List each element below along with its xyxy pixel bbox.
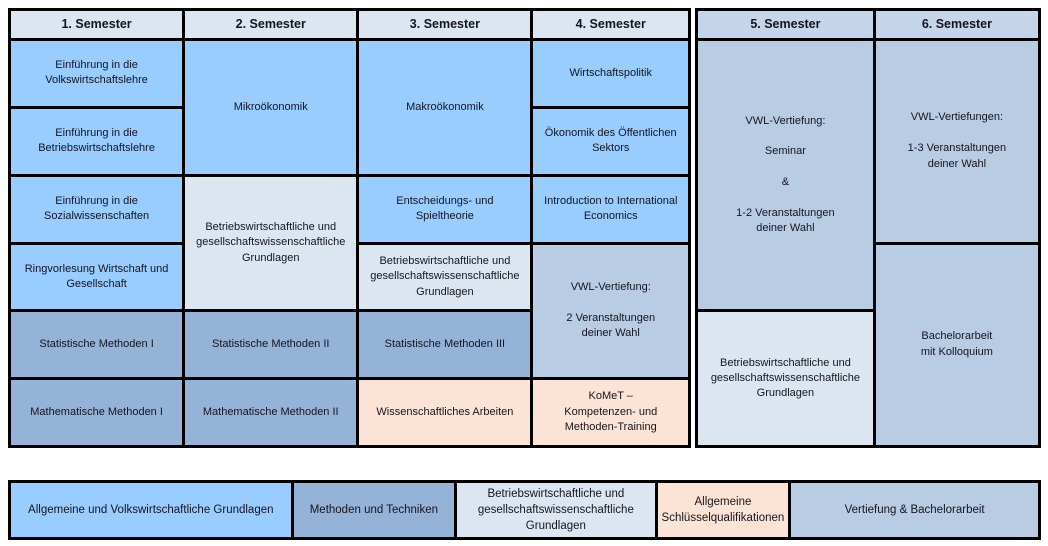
study-plan-grid: 1. Semester 2. Semester 3. Semester 4. S… <box>8 8 1041 448</box>
course-entscheidungs-spieltheorie: Entscheidungs- und Spieltheorie <box>359 176 531 242</box>
semester-2-header: 2. Semester <box>185 11 357 38</box>
course-bwl-grundlagen-sem3: Betriebswirtschaftliche und gesellschaft… <box>359 244 531 310</box>
legend-key-qualifications: Allgemeine Schlüsselqualifikationen <box>657 483 789 537</box>
semester-table-5-6: 5. Semester 6. Semester VWL-Vertiefung: … <box>695 8 1041 448</box>
course-vwl-vertiefung-seminar-sem5: VWL-Vertiefung: Seminar & 1-2 Veranstalt… <box>698 41 873 310</box>
category-legend: Allgemeine und Volkswirtschaftliche Grun… <box>8 480 1041 540</box>
course-komet-training: KoMeT – Kompetenzen- und Methoden-Traini… <box>533 380 688 445</box>
semester-5-header: 5. Semester <box>698 11 873 38</box>
course-makrooekonomik: Makroökonomik <box>359 41 531 174</box>
course-bwl-grundlagen-sem2: Betriebswirtschaftliche und gesellschaft… <box>185 176 357 310</box>
course-oekonomik-oeffentlicher-sektor: Ökonomik des Öffentlichen Sektors <box>533 108 688 174</box>
course-einfuehrung-sozialwissenschaften: Einführung in die Sozialwissenschaften <box>11 176 183 242</box>
course-statistische-methoden-1: Statistische Methoden I <box>11 312 183 378</box>
course-ringvorlesung: Ringvorlesung Wirtschaft und Gesellschaf… <box>11 244 183 310</box>
course-wirtschaftspolitik: Wirtschaftspolitik <box>533 41 688 106</box>
semester-1-header: 1. Semester <box>11 11 183 38</box>
course-mathematische-methoden-1: Mathematische Methoden I <box>11 380 183 445</box>
course-einfuehrung-betriebswirtschaftslehre: Einführung in die Betriebswirtschaftsleh… <box>11 108 183 174</box>
course-international-economics: Introduction to International Economics <box>533 176 688 242</box>
course-bwl-grundlagen-sem5: Betriebswirtschaftliche und gesellschaft… <box>698 312 873 445</box>
course-vwl-vertiefungen-sem6: VWL-Vertiefungen: 1-3 Veranstaltungen de… <box>875 41 1038 242</box>
legend-methods-techniques: Methoden und Techniken <box>293 483 455 537</box>
legend-business-social-foundations: Betriebswirtschaftliche und gesellschaft… <box>457 483 655 537</box>
course-mathematische-methoden-2: Mathematische Methoden II <box>185 380 357 445</box>
course-bachelorarbeit-kolloquium: Bachelorarbeit mit Kolloquium <box>875 244 1038 445</box>
semester-3-header: 3. Semester <box>359 11 531 38</box>
course-einfuehrung-volkswirtschaftslehre: Einführung in die Volkswirtschaftslehre <box>11 41 183 106</box>
course-wissenschaftliches-arbeiten: Wissenschaftliches Arbeiten <box>359 380 531 445</box>
course-statistische-methoden-2: Statistische Methoden II <box>185 312 357 378</box>
course-mikrooekonomik: Mikroökonomik <box>185 41 357 174</box>
legend-general-economics: Allgemeine und Volkswirtschaftliche Grun… <box>11 483 291 537</box>
semester-4-header: 4. Semester <box>533 11 688 38</box>
semester-table-1-4: 1. Semester 2. Semester 3. Semester 4. S… <box>8 8 691 448</box>
course-vwl-vertiefung-sem4: VWL-Vertiefung: 2 Veranstaltungen deiner… <box>533 244 688 378</box>
legend-specialization-bachelor: Vertiefung & Bachelorarbeit <box>791 483 1038 537</box>
course-statistische-methoden-3: Statistische Methoden III <box>359 312 531 378</box>
semester-6-header: 6. Semester <box>875 11 1038 38</box>
